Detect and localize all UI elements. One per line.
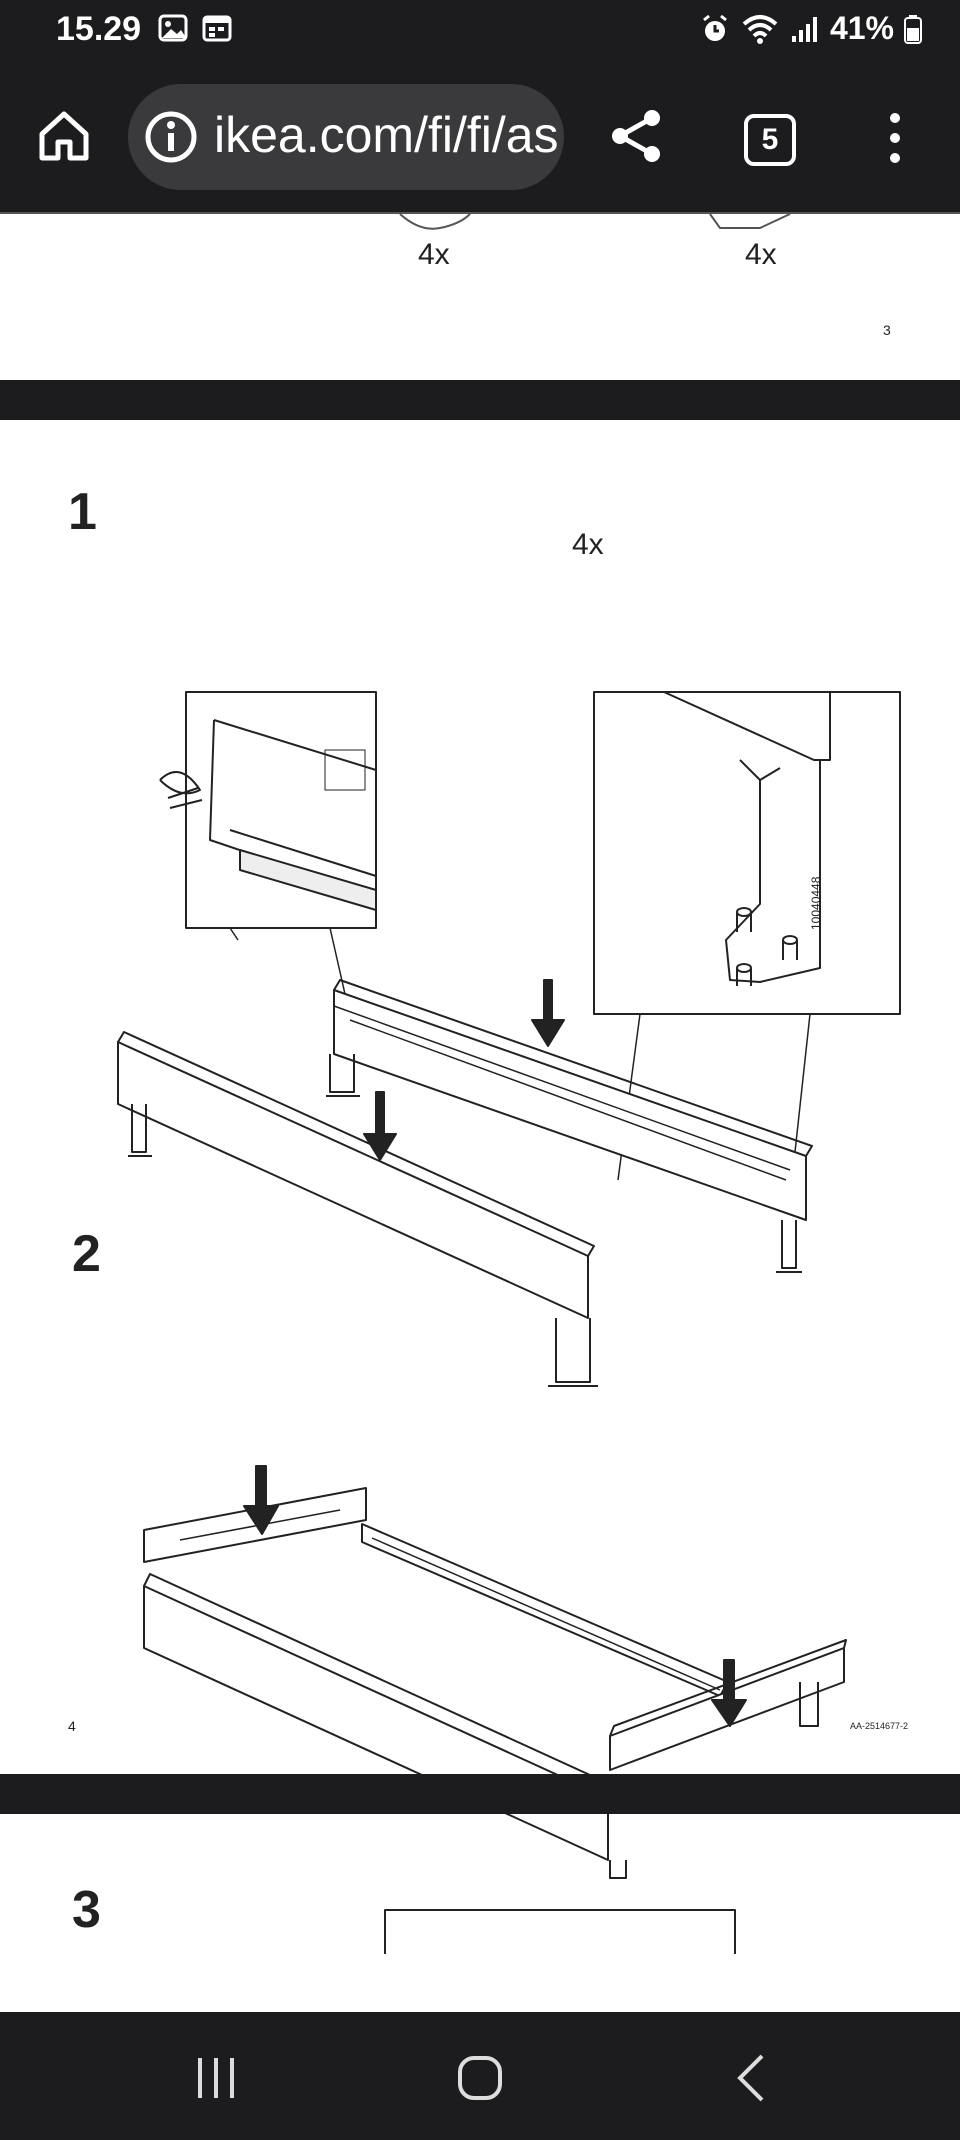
status-bar: 15.29 41%	[0, 0, 960, 62]
recent-apps-icon	[198, 2058, 234, 2098]
url-text: ikea.com/fi/fi/as	[214, 107, 559, 163]
home-button[interactable]	[34, 106, 94, 166]
part-code: 10040448	[809, 876, 823, 930]
page-separator	[0, 1774, 960, 1814]
address-bar[interactable]: ikea.com/fi/fi/as	[128, 84, 564, 190]
document-code: AA-2514677-2	[850, 1721, 909, 1731]
battery-icon	[904, 14, 922, 44]
page-separator	[0, 380, 960, 420]
home-nav-button[interactable]	[452, 2050, 508, 2106]
detail-quantity: 4x	[572, 528, 604, 561]
more-vert-icon	[890, 113, 900, 163]
page-number: 4	[68, 1718, 76, 1734]
recent-apps-button[interactable]	[188, 2050, 244, 2106]
signal-icon	[790, 14, 820, 44]
wifi-icon	[740, 14, 780, 44]
part-illustrations	[399, 214, 791, 230]
step-number: 3	[72, 1881, 101, 1939]
battery-percent: 41%	[829, 10, 894, 46]
page-number: 3	[883, 322, 891, 338]
step-number: 2	[72, 1225, 101, 1283]
step-number: 1	[68, 483, 97, 541]
home-icon	[39, 111, 89, 161]
back-chevron-icon	[737, 2054, 764, 2102]
status-time: 15.29	[56, 10, 142, 48]
part-quantity: 4x	[418, 238, 450, 271]
part-quantity: 4x	[745, 238, 777, 271]
info-icon[interactable]	[144, 110, 198, 164]
assembly-illustration: 10040448	[117, 691, 901, 1954]
tab-switcher-button[interactable]: 5	[744, 114, 796, 166]
more-menu-button[interactable]	[880, 110, 910, 166]
calendar-icon	[202, 14, 232, 42]
image-icon	[158, 14, 188, 42]
browser-toolbar: ikea.com/fi/fi/as 5	[0, 62, 960, 214]
system-navigation-bar	[0, 2012, 960, 2140]
share-button[interactable]	[606, 106, 666, 166]
home-circle-icon	[458, 2056, 502, 2100]
share-icon	[612, 110, 660, 162]
back-button[interactable]	[724, 2050, 780, 2106]
alarm-icon	[700, 14, 730, 44]
